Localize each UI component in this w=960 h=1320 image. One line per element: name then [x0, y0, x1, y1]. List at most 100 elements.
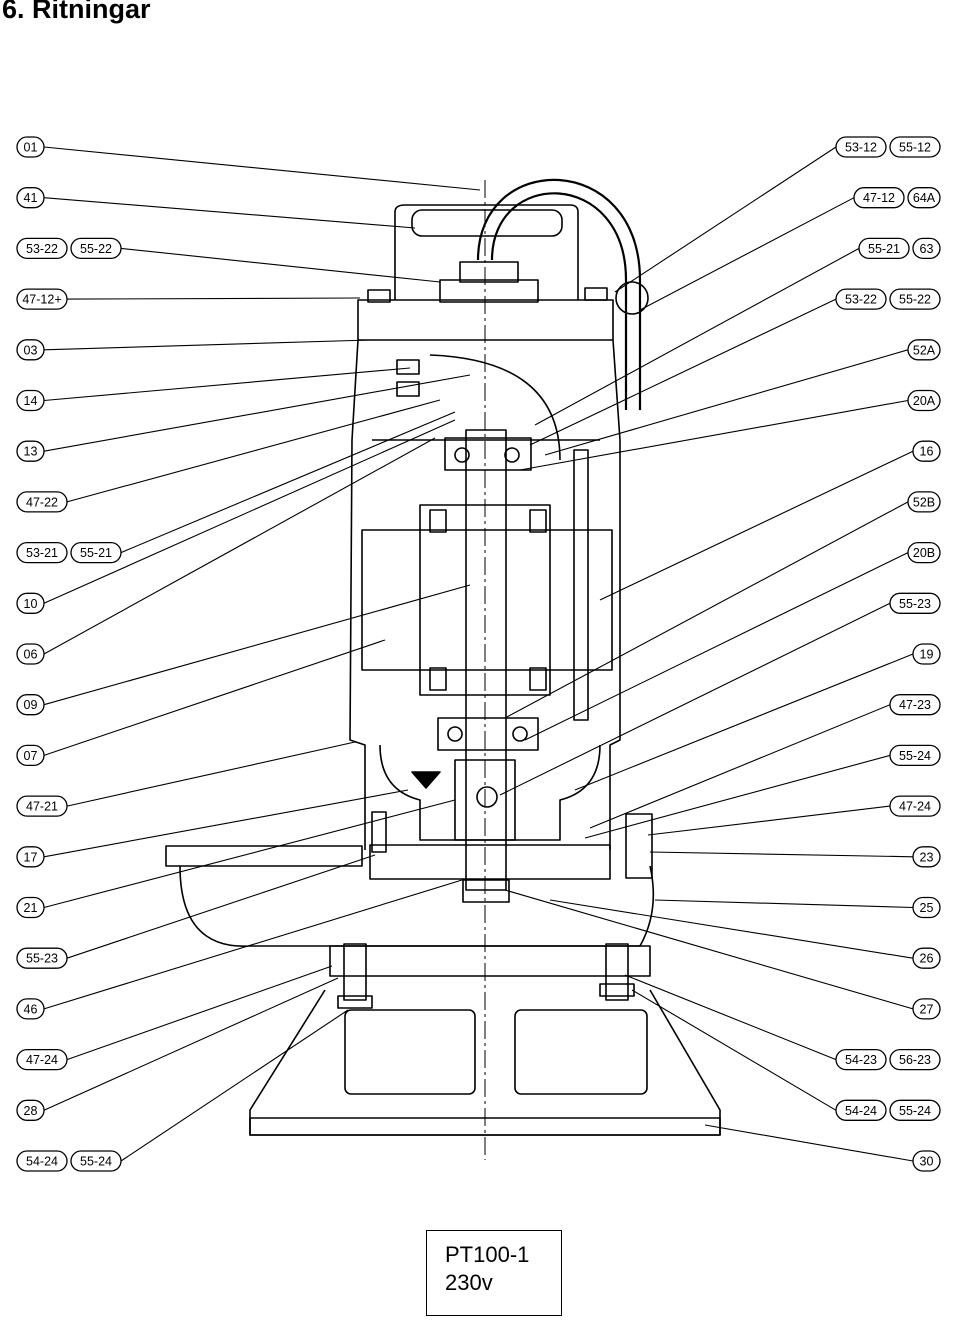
callout-left-20-1: 55-24	[70, 1150, 122, 1172]
callout-text: 47-24	[899, 800, 931, 814]
callout-text: 53-22	[26, 242, 58, 256]
callout-text: 47-23	[899, 698, 931, 712]
callout-text: 54-23	[845, 1053, 877, 1067]
callout-right-9-0: 55-23	[889, 592, 941, 614]
callout-right-17-0: 27	[912, 998, 941, 1020]
callout-right-19-0: 54-24	[835, 1099, 887, 1121]
callout-text: 28	[24, 1104, 38, 1118]
title-block: PT100-1 230v	[426, 1230, 562, 1316]
callout-right-18-1: 56-23	[889, 1048, 941, 1071]
callout-left-5-0: 14	[16, 389, 45, 412]
callout-left-2-0: 53-22	[16, 237, 68, 260]
cable	[476, 178, 642, 410]
callout-text: 52A	[913, 343, 936, 357]
leader-right-2	[534, 247, 860, 426]
callout-text: 07	[24, 749, 38, 763]
callout-text: 47-22	[26, 495, 58, 509]
leader-right-3	[529, 298, 837, 446]
callout-right-13-0: 47-24	[889, 795, 941, 817]
leader-right-17	[504, 889, 914, 1010]
callout-text: 13	[24, 445, 38, 459]
callout-right-10-0: 19	[912, 643, 941, 665]
callout-text: 47-12	[863, 191, 895, 205]
discharge-flange	[165, 845, 363, 867]
callout-right-0-1: 55-12	[889, 136, 941, 158]
leader-right-4	[544, 349, 909, 456]
shaft	[465, 429, 507, 891]
leader-right-9	[499, 602, 891, 796]
callout-left-13-0: 47-21	[16, 795, 68, 817]
leader-left-13	[66, 741, 356, 807]
callout-text: 55-24	[899, 1104, 931, 1118]
leader-right-5	[519, 399, 909, 471]
callout-right-3-0: 53-22	[835, 288, 887, 310]
leader-right-7	[504, 501, 909, 719]
callout-right-18-0: 54-23	[835, 1048, 887, 1071]
callout-left-18-0: 47-24	[16, 1048, 68, 1071]
callout-left-9-0: 10	[16, 592, 45, 614]
callout-text: 55-21	[80, 546, 112, 560]
top-cover	[357, 299, 614, 341]
callout-left-2-1: 55-22	[70, 237, 122, 260]
callout-text: 01	[24, 141, 38, 155]
lower-bearing	[437, 717, 539, 751]
leader-right-18	[624, 974, 837, 1061]
callout-text: 41	[24, 191, 38, 205]
leader-left-12	[43, 639, 386, 756]
callout-text: 56-23	[899, 1053, 931, 1067]
callout-text: 55-23	[899, 597, 931, 611]
leader-left-9	[43, 419, 456, 604]
callout-text: 53-21	[26, 546, 58, 560]
callout-left-11-0: 09	[16, 694, 45, 716]
leader-left-14	[43, 789, 409, 858]
callout-text: 10	[24, 597, 38, 611]
callout-text: 53-12	[845, 141, 877, 155]
impeller-nut	[462, 879, 510, 903]
callout-right-2-0: 55-21	[858, 237, 910, 260]
callout-text: 09	[24, 698, 38, 712]
leader-left-3	[66, 297, 361, 300]
callout-left-19-0: 28	[16, 1099, 45, 1121]
leader-left-15	[43, 799, 456, 909]
callout-left-7-0: 47-22	[16, 491, 68, 513]
callout-text: 55-22	[899, 293, 931, 307]
callout-text: 20A	[913, 394, 936, 408]
rotor	[419, 504, 551, 696]
callout-text: 55-23	[26, 952, 58, 966]
callout-text: 46	[24, 1002, 38, 1016]
volute	[179, 865, 655, 947]
callout-left-8-1: 55-21	[70, 541, 122, 564]
leader-right-8	[524, 552, 909, 741]
callout-right-4-0: 52A	[907, 339, 941, 361]
callout-text: 20B	[913, 546, 935, 560]
leader-right-13	[647, 805, 891, 836]
leader-right-16	[549, 899, 914, 959]
leader-left-19	[43, 977, 339, 1111]
callout-right-15-0: 25	[912, 896, 941, 919]
callout-text: 47-12+	[22, 293, 61, 307]
callout-left-16-0: 55-23	[16, 947, 68, 969]
leader-left-1	[43, 197, 416, 229]
leader-left-18	[66, 965, 333, 1061]
callout-text: 55-21	[868, 242, 900, 256]
callout-text: 19	[920, 648, 934, 662]
callout-text: 54-24	[26, 1155, 58, 1169]
page-title: 6. Ritningar	[2, 0, 151, 24]
suction-cover	[329, 945, 651, 977]
motor-housing	[349, 339, 366, 850]
callout-text: 21	[24, 901, 38, 915]
callout-text: 03	[24, 343, 38, 357]
callout-text: 23	[920, 850, 934, 864]
leader-left-7	[66, 399, 441, 503]
leader-right-20	[704, 1124, 914, 1162]
handle	[394, 204, 579, 300]
callout-left-8-0: 53-21	[16, 541, 68, 564]
callout-text: 17	[24, 850, 38, 864]
leader-lines	[43, 146, 914, 1162]
callout-left-15-0: 21	[16, 896, 45, 919]
callout-text: 54-24	[845, 1104, 877, 1118]
leader-right-10	[574, 653, 914, 791]
callout-right-19-1: 55-24	[889, 1099, 941, 1121]
voltage-label: 230v	[445, 1270, 493, 1295]
